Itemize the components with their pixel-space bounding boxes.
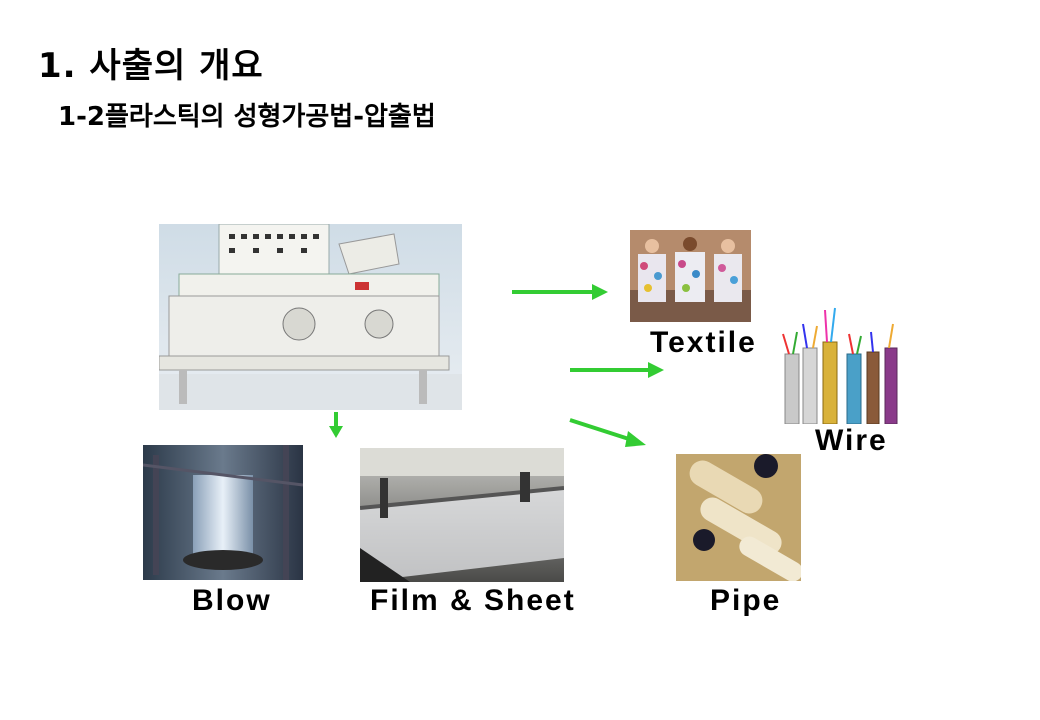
pipe-image: [676, 454, 801, 581]
slide-title: 1. 사출의 개요: [38, 46, 264, 86]
wire-image: [777, 304, 912, 424]
film-sheet-label: Film & Sheet: [370, 584, 576, 617]
blow-label: Blow: [192, 584, 272, 617]
wire-label: Wire: [815, 424, 888, 457]
pipe-label: Pipe: [710, 584, 782, 617]
arrow-to-pipe: [569, 418, 646, 447]
arrow-to-wire: [570, 362, 664, 378]
arrow-to-blow: [329, 412, 343, 438]
blow-image: [143, 445, 303, 580]
film-sheet-image: [360, 448, 564, 582]
slide-subtitle: 1-2플라스틱의 성형가공법-압출법: [58, 102, 436, 132]
textile-image: [630, 230, 751, 322]
textile-label: Textile: [650, 326, 757, 359]
arrow-to-textile: [512, 284, 608, 300]
extruder-machine-image: [159, 224, 462, 410]
